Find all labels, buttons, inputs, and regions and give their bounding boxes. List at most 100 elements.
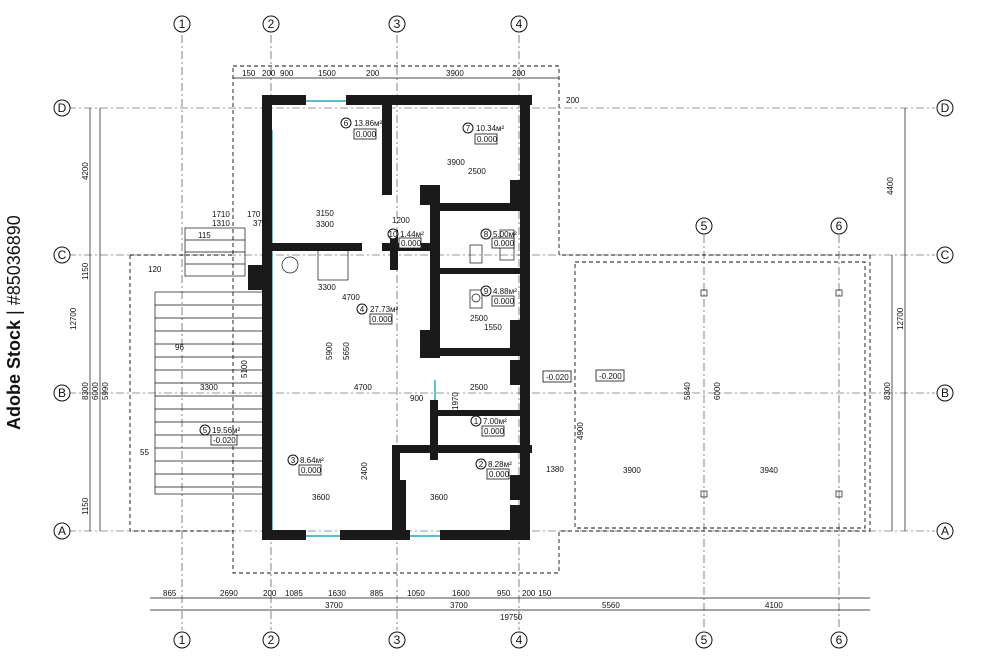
dim-label: 1710 [212, 210, 230, 219]
dim-label: 3900 [446, 69, 464, 78]
dim-label: 3700 [325, 601, 343, 610]
room-number: 6 [344, 119, 349, 128]
dim-label: 2400 [360, 462, 369, 480]
dim-label: 865 [163, 589, 177, 598]
dim-label: 8300 [883, 382, 892, 400]
dashed-outlines [129, 65, 871, 574]
axis-label: 2 [268, 17, 275, 31]
dim-label: 1550 [484, 323, 502, 332]
watermark-brand: Adobe Stock [4, 319, 24, 430]
dim-label: 1310 [212, 219, 230, 228]
room-level: 0.000 [301, 466, 322, 475]
dim-label: 200 [262, 69, 276, 78]
dim-label: 200 [263, 589, 277, 598]
dim-label: 115 [198, 231, 211, 240]
axis-label: 1 [179, 633, 186, 647]
dim-label: 3900 [447, 158, 465, 167]
dim-label: 19750 [500, 613, 523, 622]
dim-label: 1150 [81, 497, 90, 515]
dim-label: 5900 [325, 342, 334, 360]
room-tag: 2 8.28м² 0.000 [475, 458, 512, 480]
dim-label: 5650 [342, 342, 351, 360]
axis-label: 3 [394, 633, 401, 647]
dim-label: 4700 [342, 293, 360, 302]
axis-label: 5 [701, 219, 708, 233]
dim-label: 1500 [318, 69, 336, 78]
dim-label: 1085 [285, 589, 303, 598]
dim-label: 1200 [392, 216, 410, 225]
dim-label: 885 [370, 589, 384, 598]
room-number: 4 [360, 305, 365, 314]
dim-label: 2500 [470, 314, 488, 323]
dim-label: 5100 [240, 360, 249, 378]
axis-label: 2 [268, 633, 275, 647]
room-area: 8.64м² [300, 456, 324, 465]
room-level: 0.000 [494, 297, 515, 306]
axis-label: 5 [701, 633, 708, 647]
terrace-deck [154, 227, 266, 495]
dim-label: 200 [366, 69, 380, 78]
dim-label: 900 [410, 394, 424, 403]
room-level: -0.020 [213, 436, 236, 445]
room-number: 9 [484, 287, 489, 296]
room-area: 5.00м² [493, 230, 517, 239]
dim-label: 4200 [81, 162, 90, 180]
room-number: 7 [466, 124, 471, 133]
room-area: 27.73м² [370, 305, 399, 314]
room-tag: 3 8.64м² 0.000 [287, 454, 324, 476]
room-level: 0.000 [494, 239, 515, 248]
room-area: 4.88м² [493, 287, 517, 296]
dim-label: 200 [566, 96, 580, 105]
room-number: 3 [291, 456, 296, 465]
dim-label: 5840 [683, 382, 692, 400]
room-level: 0.000 [489, 470, 510, 479]
dim-label: 3940 [760, 466, 778, 475]
room-tag: 6 13.86м² 0.000 [340, 117, 383, 140]
dim-label: 3300 [200, 383, 218, 392]
dim-label: 150 [242, 69, 256, 78]
room-area: 13.86м² [354, 119, 383, 128]
level-mark: -0.200 [599, 372, 622, 381]
dimension-lines [89, 77, 906, 611]
axis-label: B [941, 386, 949, 400]
axis-label: A [58, 524, 66, 538]
room-area: 1.44м² [400, 230, 424, 239]
room-level: 0.000 [372, 315, 393, 324]
room-level: 0.000 [484, 427, 505, 436]
dim-label: 3600 [430, 493, 448, 502]
room-level: 0.000 [401, 239, 422, 248]
room-tag: 10 1.44м² 0.000 [387, 228, 424, 249]
room-number: 2 [479, 460, 484, 469]
dim-label: 150 [538, 589, 552, 598]
room-level: 0.000 [356, 130, 377, 139]
axis-label: 1 [179, 17, 186, 31]
dim-label: 170 [247, 210, 261, 219]
dim-label: 6000 [713, 382, 722, 400]
axis-label: B [58, 386, 66, 400]
dim-label: 1050 [407, 589, 425, 598]
dim-label: 370 [253, 219, 267, 228]
stock-watermark: Adobe Stock | #85036890 [4, 215, 24, 430]
axis-label: D [941, 101, 950, 115]
level-marks: -0.020 -0.200 [542, 369, 625, 383]
axis-label: A [941, 524, 949, 538]
axis-label: C [58, 248, 67, 262]
room-area: 7.00м² [483, 417, 507, 426]
dim-label: 2500 [470, 383, 488, 392]
dim-label: 6000 [91, 382, 100, 400]
dim-label: 3300 [318, 283, 336, 292]
room-tag: 9 4.88м² 0.000 [480, 285, 517, 307]
room-number: 1 [474, 417, 479, 426]
dim-label: 5560 [602, 601, 620, 610]
room-area: 8.28м² [488, 460, 512, 469]
dim-label: 3300 [316, 220, 334, 229]
room-number: 8 [484, 230, 489, 239]
level-mark: -0.020 [546, 373, 569, 382]
dim-label: 3600 [312, 493, 330, 502]
axis-bubbles-right: D C B A [936, 99, 954, 540]
axis-label: C [941, 248, 950, 262]
axis-label: 4 [516, 17, 523, 31]
dim-label: 1970 [451, 392, 460, 410]
room-tag: 4 27.73м² 0.000 [356, 303, 399, 325]
